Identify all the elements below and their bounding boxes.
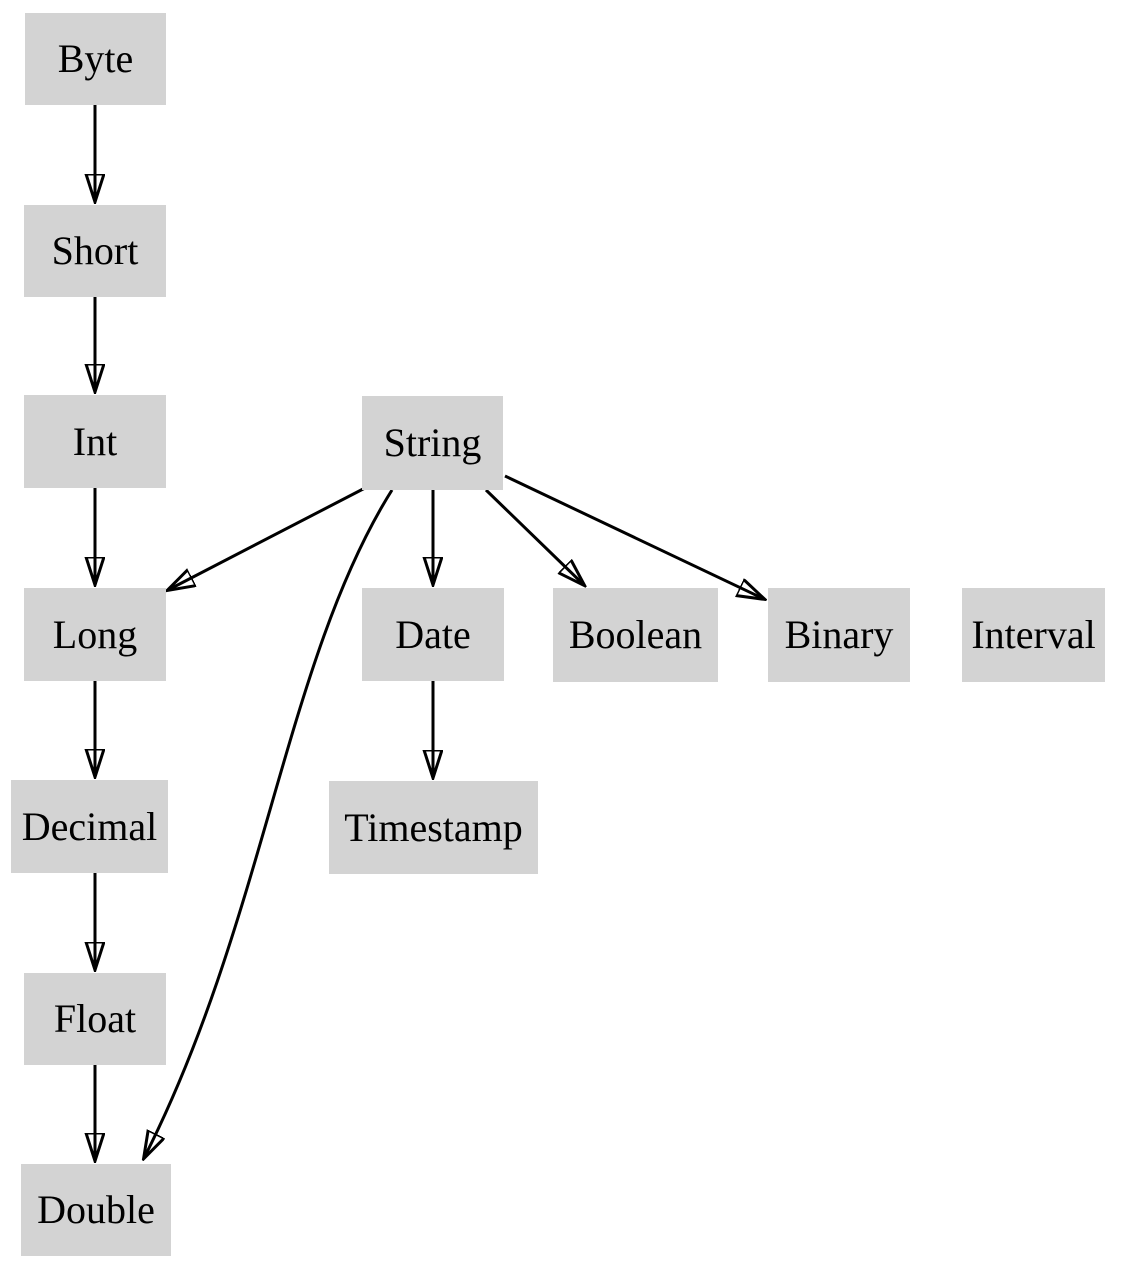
node-byte: Byte	[25, 13, 166, 105]
edge-string-binary	[504, 474, 764, 599]
node-interval: Interval	[962, 588, 1105, 682]
edge-string-long	[168, 486, 366, 590]
node-binary: Binary	[768, 588, 910, 682]
node-short: Short	[24, 205, 166, 297]
node-double: Double	[21, 1164, 171, 1256]
node-date: Date	[362, 588, 504, 681]
node-boolean: Boolean	[553, 588, 718, 682]
edge-string-boolean	[484, 488, 584, 585]
edge-string-double	[144, 489, 394, 1158]
node-long: Long	[24, 588, 166, 681]
node-timestamp: Timestamp	[329, 781, 538, 874]
node-string: String	[362, 396, 503, 490]
node-decimal: Decimal	[11, 780, 168, 873]
node-float: Float	[24, 973, 166, 1065]
node-int: Int	[24, 395, 166, 488]
